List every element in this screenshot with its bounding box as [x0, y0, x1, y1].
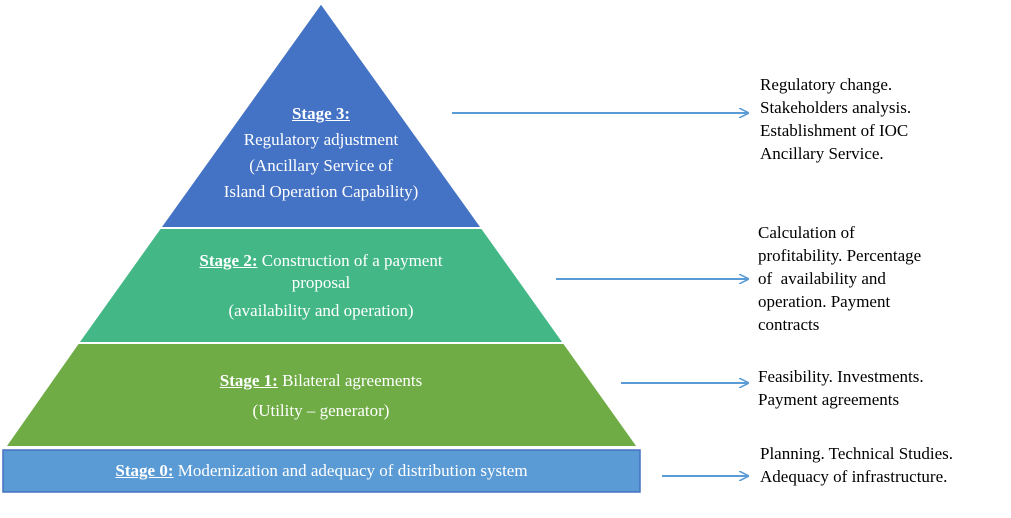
stage3-note-line: Regulatory change.: [760, 75, 893, 94]
stage2-label: Stage 2: Construction of a payment propo…: [140, 248, 502, 324]
stage2-note: Calculation of profitability. Percentage…: [758, 221, 921, 336]
stage1-note: Feasibility. Investments. Payment agreem…: [758, 365, 924, 411]
stage2-note-line: contracts: [758, 315, 820, 334]
stage2-note-line: of availability and: [758, 269, 886, 288]
stage0-note-line: Planning. Technical Studies.: [760, 444, 954, 463]
stage3-note-line: Ancillary Service.: [760, 144, 884, 163]
stage3-line1: Regulatory adjustment: [243, 130, 399, 149]
stage3-title: Stage 3:: [291, 104, 351, 123]
stage1-title: Stage 1:: [219, 371, 278, 390]
stage3-note-line: Establishment of IOC: [760, 121, 909, 140]
stage0-line1: Modernization and adequacy of distributi…: [173, 461, 528, 480]
stage0-note-line: Adequacy of infrastructure.: [760, 467, 948, 486]
stage0-label: Stage 0: Modernization and adequacy of d…: [3, 458, 640, 484]
stage3-note: Regulatory change. Stakeholders analysis…: [760, 73, 911, 165]
stage2-line3: (availability and operation): [228, 301, 414, 320]
stage2-note-line: profitability. Percentage: [758, 246, 922, 265]
stage1-note-line: Payment agreements: [758, 390, 900, 409]
stage3-line3: Island Operation Capability): [223, 182, 419, 201]
stage2-note-line: Calculation of: [758, 223, 855, 242]
stage0-title: Stage 0:: [115, 461, 174, 480]
stage2-note-line: operation. Payment: [758, 292, 891, 311]
stage2-line1: Construction of a payment: [257, 251, 443, 270]
stage0-note: Planning. Technical Studies. Adequacy of…: [760, 442, 953, 488]
stage1-line1: Bilateral agreements: [277, 371, 423, 390]
stage0-bar: [2, 449, 641, 493]
stage1-note-line: Feasibility. Investments.: [758, 367, 924, 386]
stage3-label: Stage 3: Regulatory adjustment (Ancillar…: [190, 101, 452, 205]
stage3-line2: (Ancillary Service of: [249, 156, 393, 175]
stage1-label: Stage 1: Bilateral agreements (Utility –…: [160, 368, 482, 424]
stage2-line2: proposal: [291, 273, 351, 292]
stage3-note-line: Stakeholders analysis.: [760, 98, 912, 117]
stage1-layer: [3, 342, 640, 448]
stage2-title: Stage 2:: [199, 251, 258, 270]
stage1-line2: (Utility – generator): [252, 401, 390, 420]
